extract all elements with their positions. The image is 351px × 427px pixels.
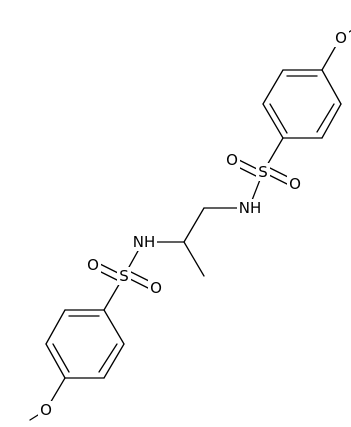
bond-ring-top-5-inner [316,103,335,133]
bond-ring-top-6 [321,69,342,105]
bond-ring-bottom-5 [103,343,125,379]
atom-o-sulfonyl-bottom-left: O [85,256,101,274]
bond-ring-top-3 [262,103,284,139]
atom-o-sulfonyl-top-right: O [287,175,303,193]
atom-labels: O S O O NH NH S O [38,29,349,419]
svg-text:S: S [258,163,268,181]
bond-ring-bottom-2 [45,309,66,345]
atom-o-sulfonyl-top-left: O [224,151,240,169]
atom-o-sulfonyl-bottom-right: O [148,279,164,297]
atom-s-top: S [256,163,270,181]
bond-lines [29,29,351,421]
bond-ch2-ch [183,207,205,243]
svg-text:S: S [119,267,129,285]
bond-ring-bottom-6 [103,309,125,345]
svg-text:O: O [150,279,162,297]
bond-ch-methyl [183,241,205,277]
bond-ring-top-5 [321,103,342,139]
svg-text:O: O [335,29,347,47]
svg-text:O: O [289,175,301,193]
atom-o-methoxy-top: O [333,29,349,47]
bond-ring-bottom-3 [45,343,66,379]
svg-text:O: O [40,401,52,419]
atom-s-bottom: S [117,267,131,285]
bond-ring-bottom-3-inner [52,343,70,373]
bond-ring-top-2 [262,69,284,105]
bond-ring-top-3-inner [269,103,288,134]
atom-o-methoxy-bottom: O [38,401,54,419]
bond-ring-bottom-5-inner [98,343,118,373]
atom-nh-top: NH [237,199,263,217]
svg-text:NH: NH [133,233,156,251]
svg-text:NH: NH [239,199,262,217]
svg-text:O: O [87,256,99,274]
svg-text:O: O [226,151,238,169]
atom-nh-bottom: NH [131,233,157,251]
